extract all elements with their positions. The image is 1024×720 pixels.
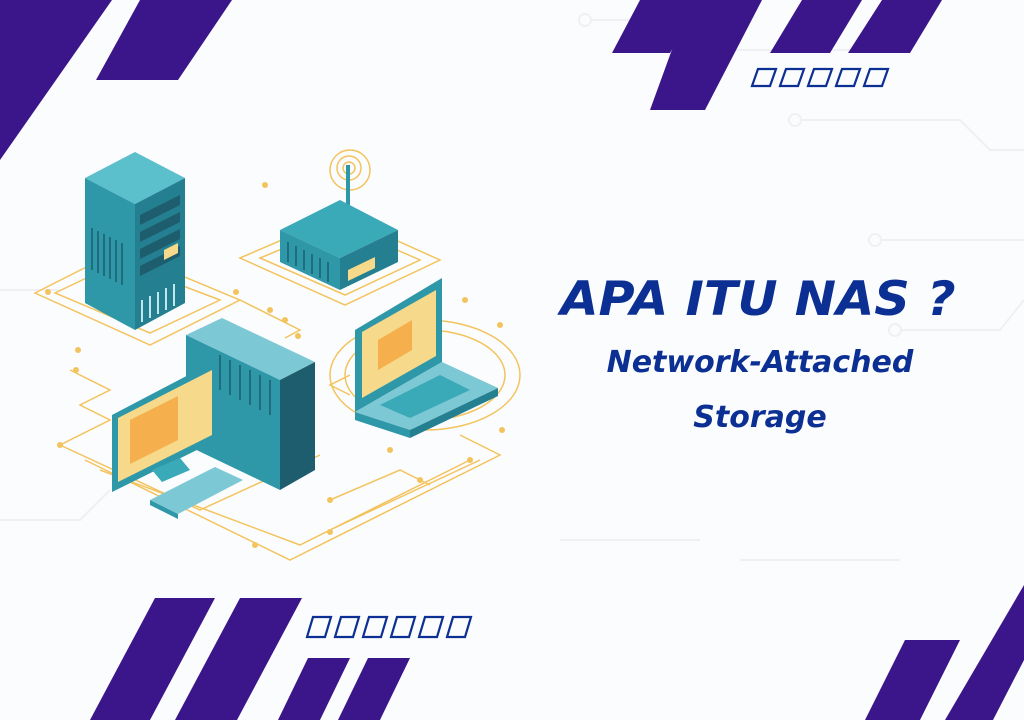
desktop-computer-icon	[112, 318, 315, 519]
circuit-nodes	[45, 182, 505, 548]
page-title: APA ITU NAS ?	[560, 272, 956, 327]
router-icon	[280, 165, 398, 290]
laptop-icon	[355, 278, 498, 438]
server-icon	[85, 152, 185, 330]
subtitle-line-1: Network-Attached	[606, 345, 914, 380]
outlined-boxes	[305, 67, 890, 639]
subtitle-line-2: Storage	[693, 400, 827, 435]
